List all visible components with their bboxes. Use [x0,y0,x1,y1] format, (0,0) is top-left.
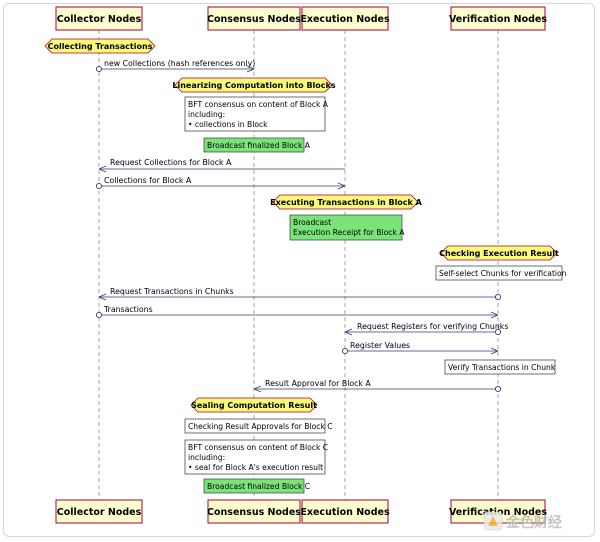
svg-text:Linearizing Computation into B: Linearizing Computation into Blocks [172,81,335,90]
participant-execution-bottom: Execution Nodes [300,499,390,524]
svg-text:Collecting Transactions: Collecting Transactions [48,42,153,51]
message-new-collections: new Collections (hash references only) [95,59,255,73]
note-verify-transactions-in-chunk: Verify Transactions in Chunk [444,359,556,375]
svg-text:Self-select Chunks for verific: Self-select Chunks for verification [439,269,567,278]
svg-text:Consensus Nodes: Consensus Nodes [207,14,301,25]
svg-text:Broadcast: Broadcast [293,218,331,227]
note-bft-consensus-block-c: BFT consensus on content of Block C incl… [184,439,328,475]
svg-text:Request Registers for verifyin: Request Registers for verifying Chunks [357,322,508,331]
participant-consensus-bottom: Consensus Nodes [207,499,301,524]
svg-text:• collections in Block: • collections in Block [188,120,268,129]
svg-text:Execution Nodes: Execution Nodes [300,14,390,25]
svg-text:new Collections (hash referenc: new Collections (hash references only) [104,59,255,68]
svg-text:BFT consensus on content of Bl: BFT consensus on content of Block A [188,100,329,109]
svg-text:Register Values: Register Values [350,341,410,350]
svg-text:Collector Nodes: Collector Nodes [57,507,142,518]
svg-text:Verification Nodes: Verification Nodes [449,14,547,25]
section-checking-execution-result: Checking Execution Result [439,245,559,261]
svg-text:Result Approval for Block A: Result Approval for Block A [265,379,371,388]
message-register-values: Register Values [341,341,499,355]
message-request-collections: Request Collections for Block A [98,158,345,173]
note-broadcast-execution-receipt: Broadcast Execution Receipt for Block A [289,214,405,241]
section-executing-transactions: Executing Transactions in Block A [270,194,423,210]
message-request-transactions: Request Transactions in Chunks [98,287,502,301]
svg-text:Transactions: Transactions [103,305,153,314]
diagram-frame [3,3,595,537]
note-broadcast-finalized-block-c: Broadcast finalized Block C [203,478,310,494]
section-collecting-transactions: Collecting Transactions [44,38,156,54]
svg-text:Executing Transactions in Bloc: Executing Transactions in Block A [270,198,422,207]
participant-collector-top: Collector Nodes [55,6,143,31]
svg-text:金色财经: 金色财经 [505,514,562,531]
note-bft-consensus-block-a: BFT consensus on content of Block A incl… [184,96,329,132]
message-collections-for-block-a: Collections for Block A [95,176,346,190]
message-transactions: Transactions [95,305,499,319]
svg-text:Execution Receipt for Block A: Execution Receipt for Block A [293,228,405,237]
message-request-registers: Request Registers for verifying Chunks [344,322,508,336]
svg-text:Request Collections for Block: Request Collections for Block A [110,158,232,167]
svg-text:Checking Execution Result: Checking Execution Result [439,249,559,258]
note-broadcast-finalized-block-a: Broadcast finalized Block A [203,137,311,153]
svg-text:Broadcast finalized Block C: Broadcast finalized Block C [207,482,310,491]
svg-text:Sealing Computation Result: Sealing Computation Result [191,401,317,410]
participant-consensus-top: Consensus Nodes [207,6,301,31]
participant-verification-top: Verification Nodes [449,6,547,31]
section-sealing-computation-result: Sealing Computation Result [190,397,318,413]
svg-text:Checking Result Approvals for: Checking Result Approvals for Block C [188,422,333,431]
message-result-approval: Result Approval for Block A [253,379,502,393]
section-linearizing-computation: Linearizing Computation into Blocks [172,77,336,93]
svg-text:Execution Nodes: Execution Nodes [300,507,390,518]
svg-text:including:: including: [188,453,225,462]
note-checking-result-approvals: Checking Result Approvals for Block C [184,418,333,434]
svg-text:Verify Transactions in Chunk: Verify Transactions in Chunk [448,363,556,372]
participant-execution-top: Execution Nodes [300,6,390,31]
note-self-select-chunks: Self-select Chunks for verification [435,265,567,281]
svg-text:including:: including: [188,110,225,119]
svg-text:Collector Nodes: Collector Nodes [57,14,142,25]
svg-text:Request Transactions in Chunks: Request Transactions in Chunks [110,287,234,296]
watermark-logo: 金色财经 [483,511,562,531]
svg-text:BFT consensus on content of Bl: BFT consensus on content of Block C [188,443,328,452]
svg-text:Broadcast finalized Block A: Broadcast finalized Block A [207,141,311,150]
svg-text:• seal for Block A's execution: • seal for Block A's execution result [188,463,323,472]
svg-text:Collections for Block A: Collections for Block A [104,176,192,185]
participant-collector-bottom: Collector Nodes [55,499,143,524]
svg-text:Consensus Nodes: Consensus Nodes [207,507,301,518]
